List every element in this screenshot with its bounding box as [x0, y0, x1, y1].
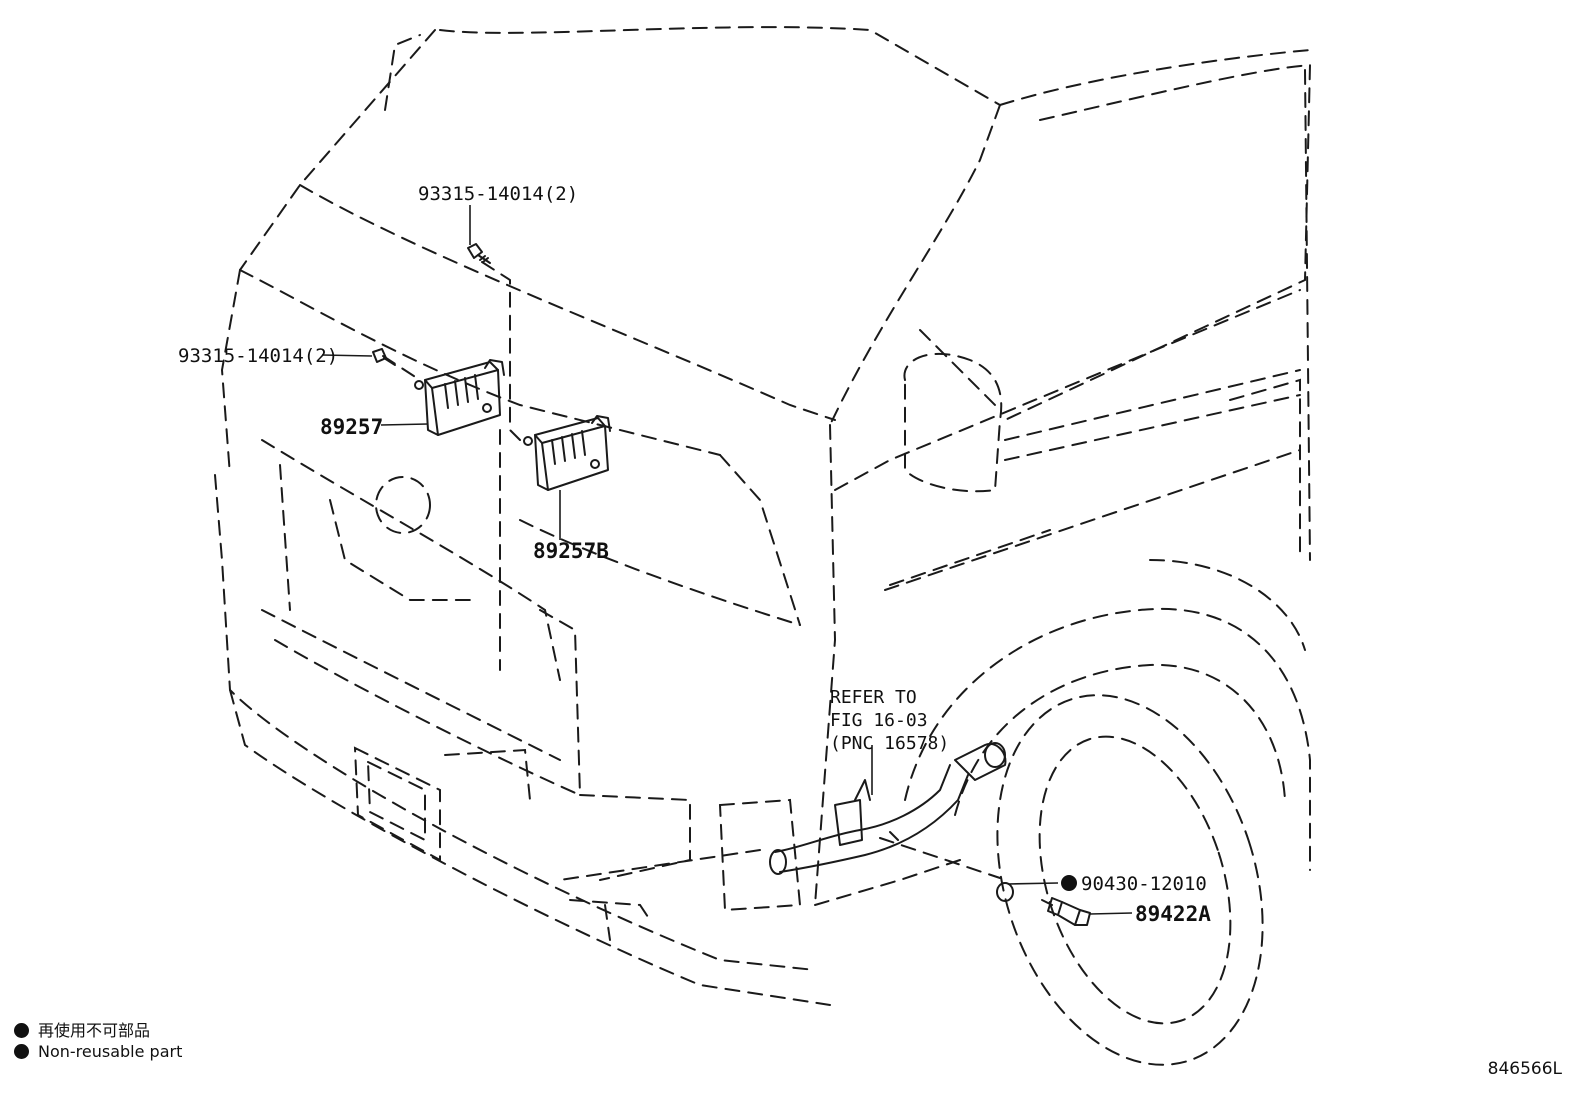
illustration-id: 846566L	[1487, 1059, 1562, 1079]
label-bolt-left: 93315-14014(2)	[178, 345, 338, 367]
filled-circle-icon	[14, 1044, 29, 1059]
legend-text-english: Non-reusable part	[38, 1042, 183, 1061]
label-gasket: 90430-12010	[1081, 873, 1207, 895]
label-controller-right: 89257B	[533, 539, 609, 563]
label-bolt-upper: 93315-14014(2)	[418, 183, 578, 205]
label-reference-line1: REFER TO	[830, 687, 917, 708]
legend-item-english: Non-reusable part	[14, 1042, 182, 1061]
legend-item-japanese: 再使用不可部品	[14, 1017, 150, 1041]
legend-text-japanese: 再使用不可部品	[38, 1021, 151, 1040]
controller-89257-icon	[414, 359, 505, 436]
controller-89257B-icon	[523, 415, 611, 491]
label-sensor: 89422A	[1135, 902, 1211, 926]
gasket-icon	[996, 882, 1014, 902]
leader-controller-left	[380, 423, 429, 426]
label-reference-line3: (PNC 16578)	[830, 733, 949, 754]
assembly-lines	[382, 261, 1001, 881]
label-controller-left: 89257	[320, 415, 383, 439]
leader-bolt-left	[321, 354, 373, 357]
vehicle-outline	[214, 26, 1312, 1066]
non-reusable-mark-icon	[1061, 875, 1077, 891]
temperature-sensor-icon	[1041, 897, 1091, 926]
water-pipe-icon	[769, 742, 1007, 875]
bolt-upper-icon	[467, 243, 491, 264]
filled-circle-icon	[14, 1023, 29, 1038]
label-reference-line2: FIG 16-03	[830, 710, 928, 731]
leader-sensor	[1089, 912, 1133, 915]
leader-gasket	[1007, 882, 1059, 885]
bolt-left-icon	[372, 348, 396, 366]
